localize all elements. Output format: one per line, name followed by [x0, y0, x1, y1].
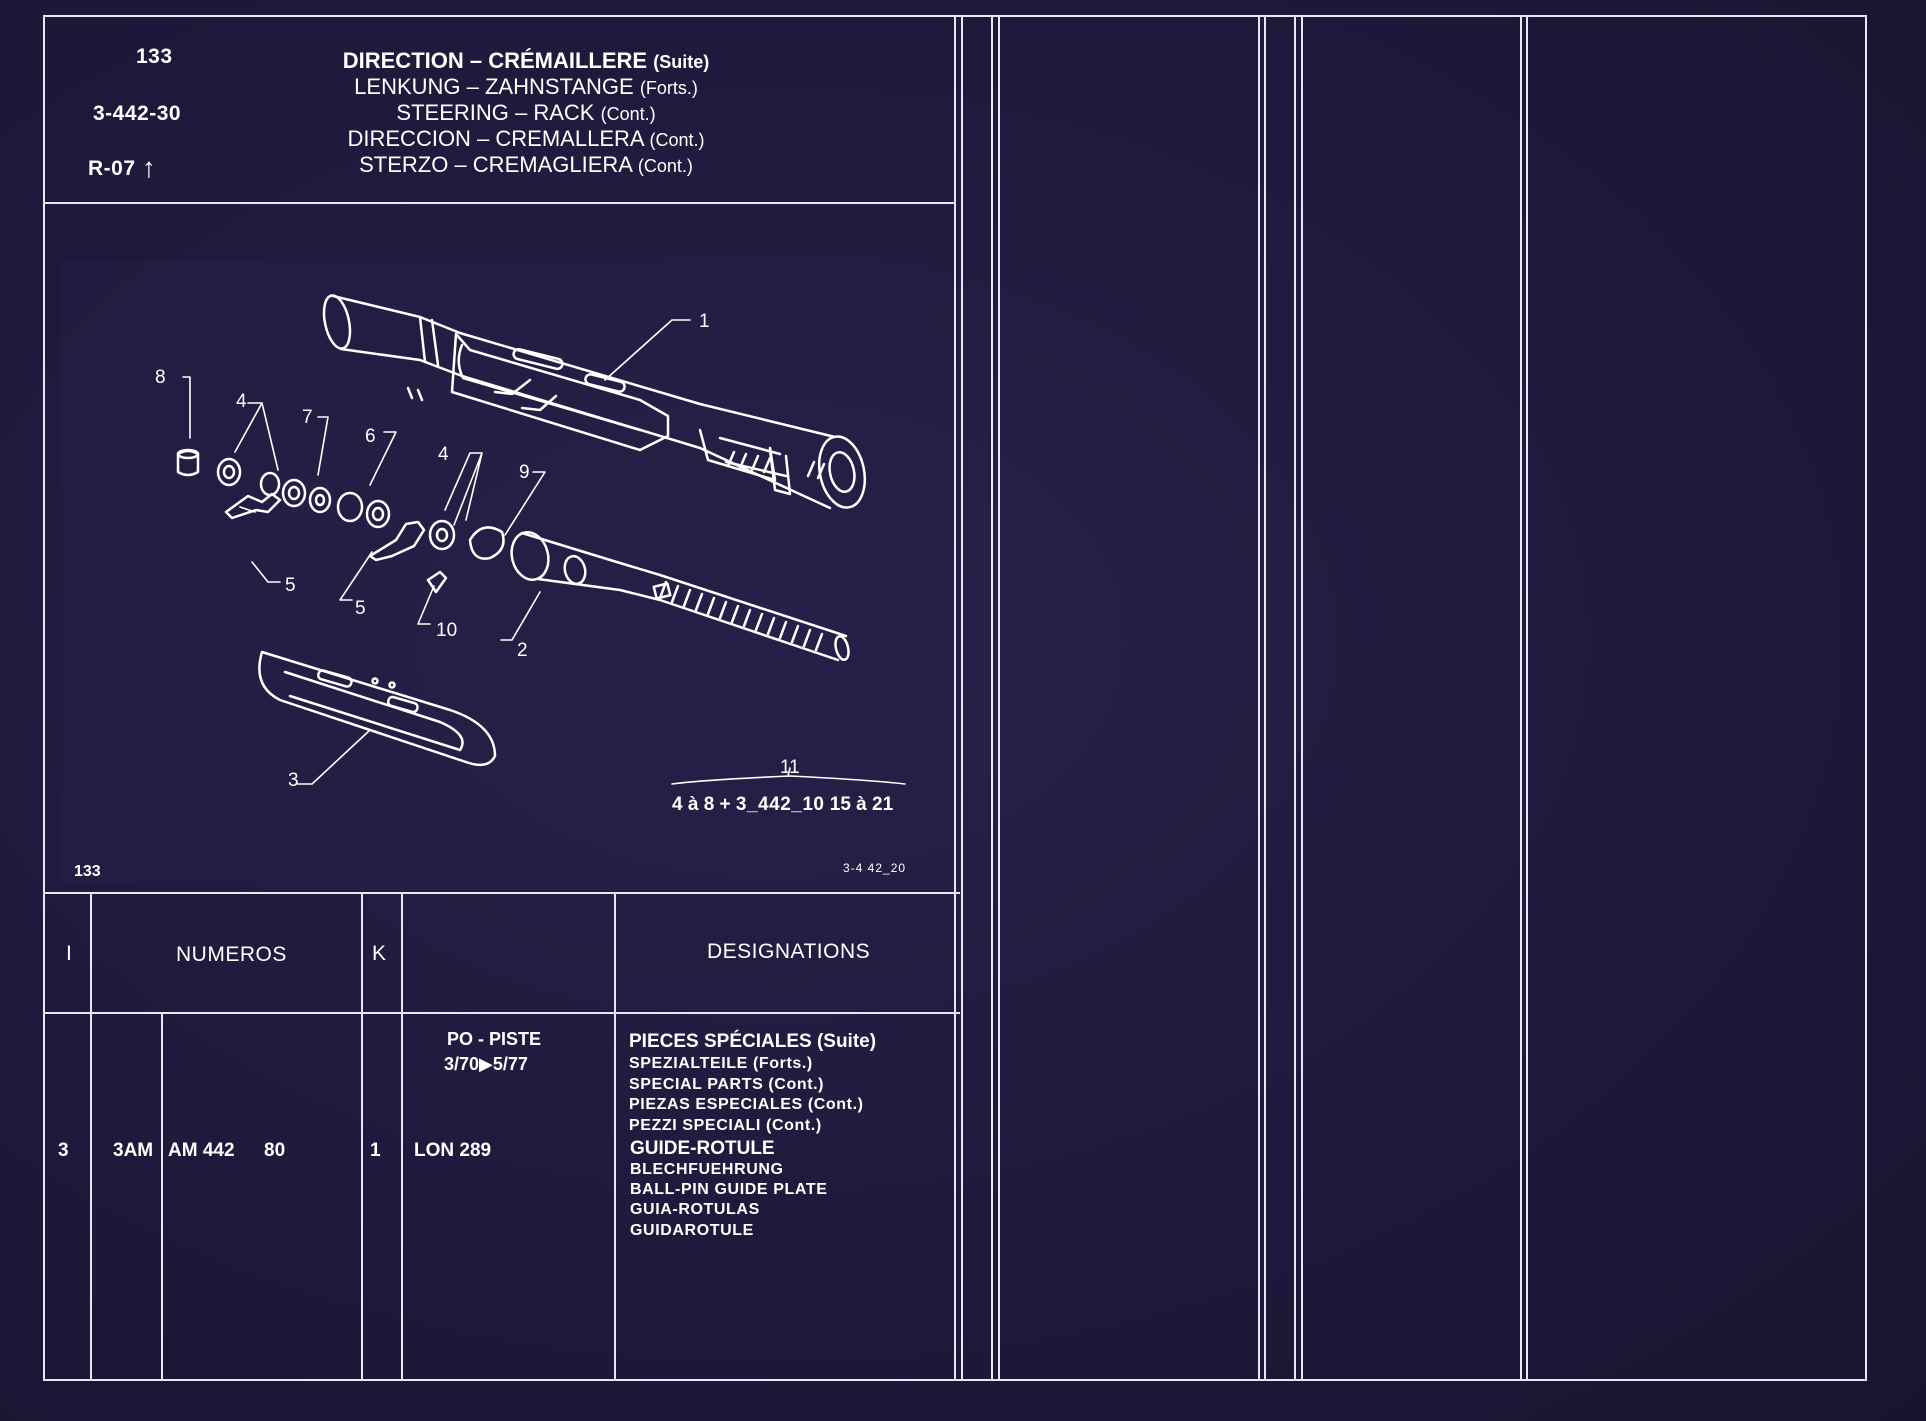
part-name-es: GUIA-ROTULAS [630, 1201, 760, 1218]
up-arrow-icon: ↑ [141, 152, 157, 183]
col-header-index: I [66, 942, 73, 965]
application-model: PO - PISTE [447, 1029, 542, 1049]
rack-housing-tube [322, 294, 867, 510]
section-title-it: PEZZI SPECIALI (Cont.) [629, 1117, 822, 1134]
callout-10: 10 [436, 620, 458, 641]
callout-5a: 5 [285, 575, 296, 596]
callout-4a: 4 [236, 391, 247, 412]
rack-bar [510, 531, 850, 662]
callout-7: 7 [302, 407, 313, 428]
row-index: 3 [58, 1140, 69, 1161]
title-es: DIRECCION – CREMALLERA (Cont.) [347, 126, 705, 151]
col-header-numbers: NUMEROS [176, 943, 287, 966]
title-fr: DIRECTION – CRÉMAILLERE (Suite) [342, 48, 710, 73]
callout-5b: 5 [355, 598, 366, 619]
small-parts [176, 448, 505, 594]
revision-label: R-07 [88, 157, 136, 180]
col-header-qty: K [372, 942, 387, 965]
callout-8: 8 [155, 367, 166, 388]
section-title-de: SPEZIALTEILE (Forts.) [629, 1055, 813, 1072]
row-prefix: 3AM [113, 1140, 154, 1161]
plate-code: 3-4 42_20 [843, 861, 907, 875]
title-en: STEERING – RACK (Cont.) [396, 100, 656, 125]
ball-pin-guide-plate [258, 650, 497, 767]
part-name-fr: GUIDE-ROTULE [630, 1138, 775, 1159]
callout-9: 9 [519, 462, 530, 483]
callout-1: 1 [699, 311, 710, 332]
part-name-it: GUIDAROTULE [630, 1222, 754, 1239]
callout-11: 11 [780, 757, 800, 778]
row-part-number: AM 442 [168, 1140, 235, 1161]
callout-leaders [182, 319, 906, 785]
section-title-en: SPECIAL PARTS (Cont.) [629, 1076, 825, 1093]
row-reference: LON 289 [414, 1140, 492, 1161]
title-de: LENKUNG – ZAHNSTANGE (Forts.) [354, 74, 698, 99]
col-header-designations: DESIGNATIONS [707, 940, 871, 963]
callout-3: 3 [288, 770, 299, 791]
kit-note: 4 à 8 + 3_442_10 15 à 21 [672, 794, 894, 815]
section-title-es: PIEZAS ESPECIALES (Cont.) [629, 1096, 864, 1113]
group-code: 3-442-30 [93, 102, 182, 125]
callout-2: 2 [517, 640, 528, 661]
section-title-fr: PIECES SPÉCIALES (Suite) [629, 1031, 877, 1052]
row-qty: 1 [370, 1140, 381, 1161]
part-name-de: BLECHFUEHRUNG [630, 1161, 784, 1178]
page-number: 133 [136, 45, 173, 68]
part-name-en: BALL-PIN GUIDE PLATE [630, 1181, 828, 1198]
plate-number: 133 [74, 863, 101, 880]
revision-code: R-07 ↑ [88, 154, 156, 182]
row-suffix: 80 [264, 1140, 286, 1161]
callout-4b: 4 [438, 444, 449, 465]
application-dates: 3/70▶5/77 [444, 1054, 528, 1074]
callout-6: 6 [365, 426, 376, 447]
title-it: STERZO – CREMAGLIERA (Cont.) [359, 152, 693, 177]
